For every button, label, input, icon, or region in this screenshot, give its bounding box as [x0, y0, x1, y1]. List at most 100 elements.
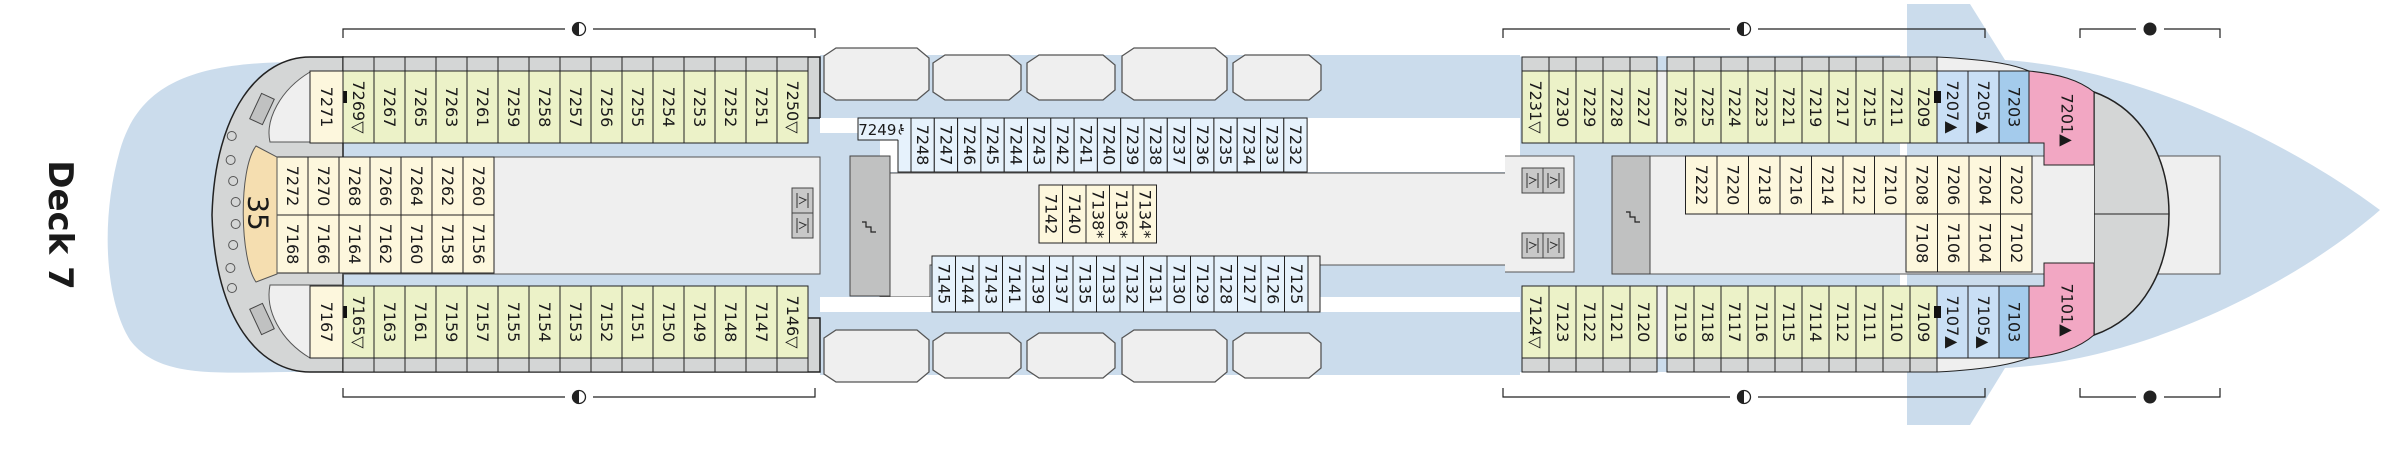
cabin-7211[interactable]: 7211 [1882, 70, 1911, 144]
cabin-7268[interactable]: 7268 [338, 156, 371, 216]
cabin-7166[interactable]: 7166 [307, 214, 340, 274]
cabin-7249-label[interactable]: 7249♿ [858, 121, 910, 139]
cabin-7126[interactable]: 7126 [1260, 255, 1285, 313]
cabin-7263[interactable]: 7263 [435, 70, 468, 144]
cabin-7149[interactable]: 7149 [683, 285, 716, 359]
cabin-7223[interactable]: 7223 [1747, 70, 1776, 144]
cabin-7133[interactable]: 7133 [1096, 255, 1121, 313]
cabin-7165[interactable]: 7165▽ [340, 285, 375, 359]
cabin-7252[interactable]: 7252 [714, 70, 747, 144]
cabin-7261[interactable]: 7261 [466, 70, 499, 144]
cabin-7216[interactable]: 7216 [1779, 155, 1812, 215]
cabin-7205[interactable]: 7205▲ [1967, 70, 2000, 144]
cabin-7122[interactable]: 7122 [1575, 285, 1604, 359]
cabin-7235[interactable]: 7235 [1213, 117, 1238, 173]
cabin-7262[interactable]: 7262 [431, 156, 464, 216]
cabin-7204[interactable]: 7204 [1968, 155, 2001, 215]
cabin-7260[interactable]: 7260 [462, 156, 495, 216]
cabin-7269[interactable]: 7269▽ [340, 70, 375, 144]
cabin-7147[interactable]: 7147 [745, 285, 778, 359]
cabin-7120[interactable]: 7120 [1629, 285, 1658, 359]
cabin-7163[interactable]: 7163 [373, 285, 406, 359]
cabin-7202[interactable]: 7202 [2000, 155, 2033, 215]
cabin-7118[interactable]: 7118 [1693, 285, 1722, 359]
cabin-7232[interactable]: 7232 [1283, 117, 1308, 173]
cabin-7219[interactable]: 7219 [1801, 70, 1830, 144]
venue-35[interactable] [242, 145, 278, 283]
cabin-7217[interactable]: 7217 [1828, 70, 1857, 144]
cabin-7130[interactable]: 7130 [1166, 255, 1191, 313]
cabin-7155[interactable]: 7155 [497, 285, 530, 359]
cabin-7138[interactable]: 7138* [1085, 184, 1110, 244]
cabin-7121[interactable]: 7121 [1602, 285, 1631, 359]
cabin-7238[interactable]: 7238 [1143, 117, 1168, 173]
cabin-7270[interactable]: 7270 [307, 156, 340, 216]
cabin-7159[interactable]: 7159 [435, 285, 468, 359]
cabin-7134[interactable]: 7134* [1132, 184, 1157, 244]
cabin-7117[interactable]: 7117 [1720, 285, 1749, 359]
cabin-7226[interactable]: 7226 [1666, 70, 1695, 144]
cabin-7109[interactable]: 7109 [1909, 285, 1938, 359]
cabin-7125[interactable]: 7125 [1284, 255, 1309, 313]
cabin-7220[interactable]: 7220 [1716, 155, 1749, 215]
cabin-7222[interactable]: 7222 [1685, 155, 1718, 215]
cabin-7265[interactable]: 7265 [404, 70, 437, 144]
cabin-7153[interactable]: 7153 [559, 285, 592, 359]
cabin-7254[interactable]: 7254 [652, 70, 685, 144]
cabin-7152[interactable]: 7152 [590, 285, 623, 359]
cabin-7106[interactable]: 7106 [1937, 213, 1970, 273]
cabin-7206[interactable]: 7206 [1937, 155, 1970, 215]
cabin-7253[interactable]: 7253 [683, 70, 716, 144]
cabin-7234[interactable]: 7234 [1236, 117, 1261, 173]
cabin-7150[interactable]: 7150 [652, 285, 685, 359]
cabin-7160[interactable]: 7160 [400, 214, 433, 274]
cabin-7272[interactable]: 7272 [276, 156, 309, 216]
cabin-7102[interactable]: 7102 [2000, 213, 2033, 273]
cabin-7237[interactable]: 7237 [1166, 117, 1192, 173]
cabin-7104[interactable]: 7104 [1968, 213, 2001, 273]
cabin-7246[interactable]: 7246 [957, 117, 982, 173]
cabin-7143[interactable]: 7143 [978, 255, 1003, 313]
cabin-7107[interactable]: 7107▲ [1934, 285, 1969, 359]
cabin-7239[interactable]: 7239 [1120, 117, 1145, 173]
cabin-7103[interactable]: 7103 [1998, 285, 2030, 359]
cabin-7221[interactable]: 7221 [1774, 70, 1803, 144]
cabin-7224[interactable]: 7224 [1720, 70, 1749, 144]
cabin-7267[interactable]: 7267 [373, 70, 406, 144]
cabin-7114[interactable]: 7114 [1801, 285, 1830, 359]
cabin-7201[interactable]: 7201▲ [2028, 70, 2095, 166]
cabin-7139[interactable]: 7139 [1025, 255, 1050, 313]
cabin-7264[interactable]: 7264 [400, 156, 433, 216]
cabin-7111[interactable]: 7111 [1855, 285, 1884, 359]
cabin-7132[interactable]: 7132 [1119, 255, 1144, 313]
cabin-7115[interactable]: 7115 [1774, 285, 1803, 359]
cabin-7229[interactable]: 7229 [1575, 70, 1604, 144]
cabin-7154[interactable]: 7154 [528, 285, 561, 359]
cabin-7209[interactable]: 7209 [1909, 70, 1938, 144]
cabin-7158[interactable]: 7158 [431, 214, 464, 274]
cabin-7127[interactable]: 7127 [1237, 255, 1262, 313]
cabin-7212[interactable]: 7212 [1842, 155, 1875, 215]
cabin-7135[interactable]: 7135 [1072, 255, 1097, 313]
cabin-7244[interactable]: 7244 [1003, 117, 1029, 173]
cabin-7146[interactable]: 7146▽ [776, 285, 809, 359]
cabin-7156[interactable]: 7156 [462, 214, 495, 274]
cabin-7131[interactable]: 7131 [1143, 255, 1168, 313]
cabin-7162[interactable]: 7162 [369, 214, 402, 274]
cabin-7243[interactable]: 7243 [1027, 117, 1052, 173]
cabin-7148[interactable]: 7148 [714, 285, 747, 359]
cabin-7245[interactable]: 7245 [980, 117, 1005, 173]
cabin-7168[interactable]: 7168 [276, 214, 309, 274]
cabin-7142[interactable]: 7142 [1038, 184, 1063, 244]
cabin-7164[interactable]: 7164 [338, 214, 371, 274]
cabin-7210[interactable]: 7210 [1874, 155, 1907, 215]
cabin-7129[interactable]: 7129 [1190, 255, 1215, 313]
cabin-7231[interactable]: 7231▽ [1521, 70, 1550, 144]
cabin-7251[interactable]: 7251 [745, 70, 778, 144]
cabin-7236[interactable]: 7236 [1190, 117, 1215, 173]
cabin-7266[interactable]: 7266 [369, 156, 402, 216]
cabin-7225[interactable]: 7225 [1693, 70, 1722, 144]
cabin-7241[interactable]: 7241 [1073, 117, 1098, 173]
cabin-7116[interactable]: 7116 [1747, 285, 1776, 359]
cabin-7215[interactable]: 7215 [1855, 70, 1884, 144]
